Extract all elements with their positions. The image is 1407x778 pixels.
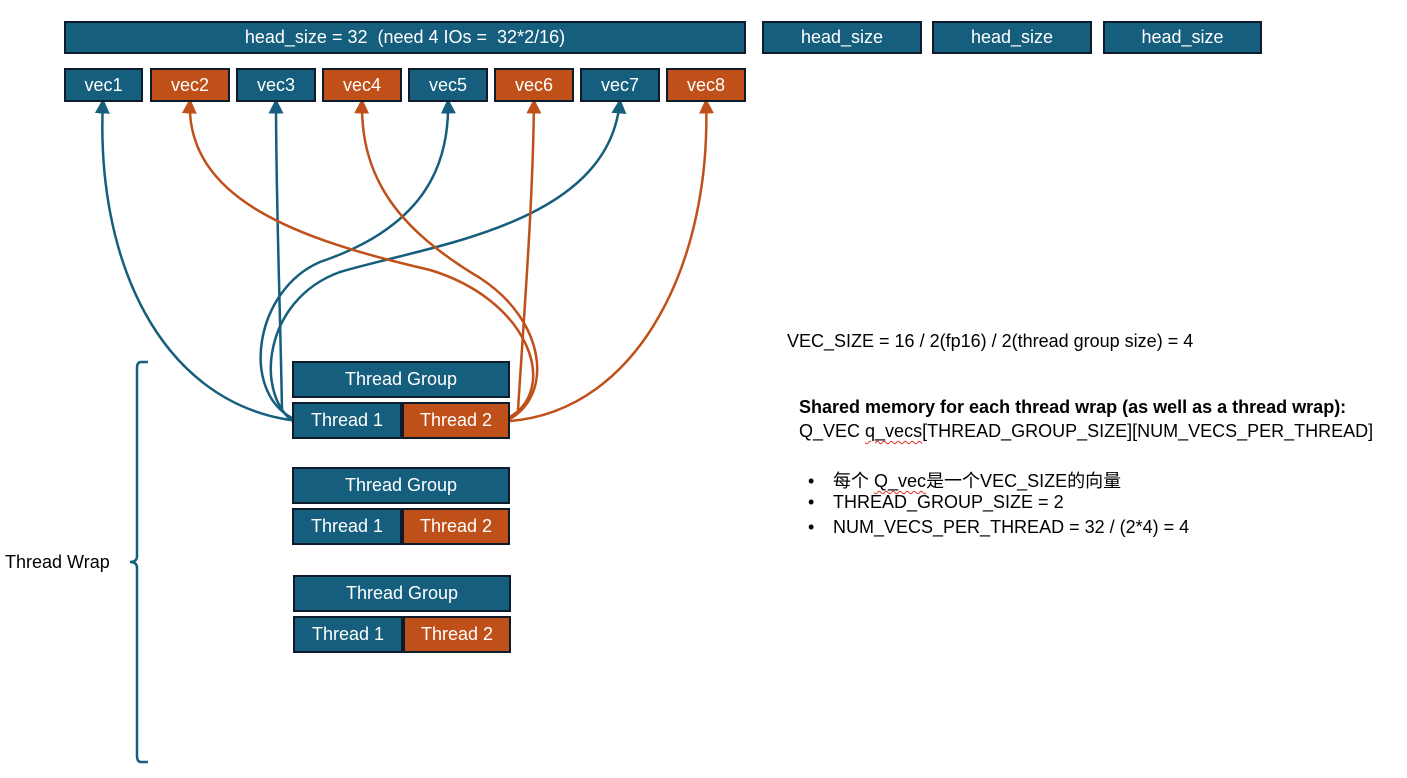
bullet-1-flagged-word: Q_vec bbox=[874, 471, 927, 491]
bullet-item-2: • THREAD_GROUP_SIZE = 2 bbox=[798, 471, 1064, 513]
thread-group-3-title: Thread Group bbox=[345, 583, 459, 603]
arrow-thread2-to-vec6 bbox=[516, 98, 542, 411]
vec-label-4: vec4 bbox=[342, 74, 382, 95]
thread-group-3-thread-2: Thread 2 bbox=[403, 616, 511, 653]
arrow-thread1-to-vec1 bbox=[94, 98, 291, 422]
vec-label-1: vec1 bbox=[84, 74, 123, 95]
bullet-1-suffix: 是一个VEC_SIZE的向量 bbox=[926, 471, 1122, 491]
bullet-3-text: NUM_VECS_PER_THREAD = 32 / (2*4) = 4 bbox=[833, 517, 1190, 537]
vec-box-4: vec4 bbox=[322, 68, 402, 102]
declaration-flagged-word: q_vecs bbox=[865, 421, 923, 441]
vec-box-3: vec3 bbox=[236, 68, 316, 102]
thread-group-1-title-box: Thread Group bbox=[292, 361, 510, 398]
arrow-thread1-to-vec5 bbox=[259, 98, 456, 420]
arrow-thread1-to-vec7 bbox=[269, 98, 627, 424]
thread-group-2-thread-1: Thread 1 bbox=[292, 508, 402, 545]
vec-box-6: vec6 bbox=[494, 68, 574, 102]
arrow-thread2-to-vec4 bbox=[354, 98, 539, 422]
bullet-dot-3: • bbox=[808, 517, 815, 537]
declaration-prefix: Q_VEC bbox=[799, 421, 866, 441]
vec-size-formula: VEC_SIZE = 16 / 2(fp16) / 2(thread group… bbox=[787, 331, 1194, 351]
thread-wrap-label: Thread Wrap bbox=[5, 552, 110, 572]
thread-group-3-thread-1: Thread 1 bbox=[293, 616, 403, 653]
vec-label-6: vec6 bbox=[514, 74, 554, 95]
shared-memory-heading: Shared memory for each thread wrap (as w… bbox=[799, 397, 1347, 417]
head-size-label-4: head_size bbox=[1141, 27, 1224, 47]
thread-group-2-thread-2: Thread 2 bbox=[402, 508, 510, 545]
thread-wrap-brace bbox=[129, 360, 148, 764]
bullet-1-prefix: 每个 bbox=[833, 471, 875, 491]
vec-box-8: vec8 bbox=[666, 68, 746, 102]
head-size-box-2: head_size bbox=[762, 21, 922, 54]
head-size-label-3: head_size bbox=[970, 27, 1054, 47]
vec-box-7: vec7 bbox=[580, 68, 660, 102]
declaration-suffix: [THREAD_GROUP_SIZE][NUM_VECS_PER_THREAD] bbox=[922, 421, 1374, 441]
vec-box-2: vec2 bbox=[150, 68, 230, 102]
shared-memory-declaration: Q_VEC q_vecs[THREAD_GROUP_SIZE][NUM_VECS… bbox=[799, 421, 1373, 442]
thread-group-2-title: Thread Group bbox=[344, 475, 458, 495]
head-size-main-label: head_size = 32 (need 4 IOs = 32*2/16) bbox=[244, 27, 566, 47]
thread-group-1-thread-1-label: Thread 1 bbox=[310, 410, 384, 430]
head-size-label-2: head_size bbox=[800, 27, 884, 47]
head-size-box-3: head_size bbox=[932, 21, 1092, 54]
vec-box-5: vec5 bbox=[408, 68, 488, 102]
arrow-thread1-to-vec3 bbox=[268, 98, 284, 411]
arrow-thread2-to-vec8 bbox=[509, 98, 714, 423]
thread-group-2-thread-1-label: Thread 1 bbox=[310, 516, 384, 536]
thread-group-3-thread-2-label: Thread 2 bbox=[420, 624, 494, 644]
vec-label-3: vec3 bbox=[256, 74, 296, 95]
vec-label-8: vec8 bbox=[686, 74, 726, 95]
bullet-dot-2: • bbox=[808, 492, 815, 512]
thread-group-2-title-box: Thread Group bbox=[292, 467, 510, 504]
vec-label-5: vec5 bbox=[428, 74, 468, 95]
thread-group-3-thread-1-label: Thread 1 bbox=[311, 624, 385, 644]
bullet-item-1: • 每个 Q_vec是一个VEC_SIZE的向量 bbox=[798, 446, 1121, 493]
head-size-main-box: head_size = 32 (need 4 IOs = 32*2/16) bbox=[64, 21, 746, 54]
thread-group-2-thread-2-label: Thread 2 bbox=[419, 516, 493, 536]
thread-group-1-thread-2-label: Thread 2 bbox=[419, 410, 493, 430]
vec-box-1: vec1 bbox=[64, 68, 143, 102]
vec-label-2: vec2 bbox=[170, 74, 210, 95]
thread-group-3-title-box: Thread Group bbox=[293, 575, 511, 612]
arrow-thread2-to-vec2 bbox=[181, 98, 535, 420]
thread-group-1-title: Thread Group bbox=[344, 369, 458, 389]
thread-group-1-thread-2: Thread 2 bbox=[402, 402, 510, 439]
thread-group-1-thread-1: Thread 1 bbox=[292, 402, 402, 439]
bullet-item-3: • NUM_VECS_PER_THREAD = 32 / (2*4) = 4 bbox=[798, 496, 1189, 538]
bullet-2-text: THREAD_GROUP_SIZE = 2 bbox=[833, 492, 1064, 512]
vec-label-7: vec7 bbox=[600, 74, 640, 95]
head-size-box-4: head_size bbox=[1103, 21, 1262, 54]
bullet-dot-1: • bbox=[808, 471, 815, 491]
